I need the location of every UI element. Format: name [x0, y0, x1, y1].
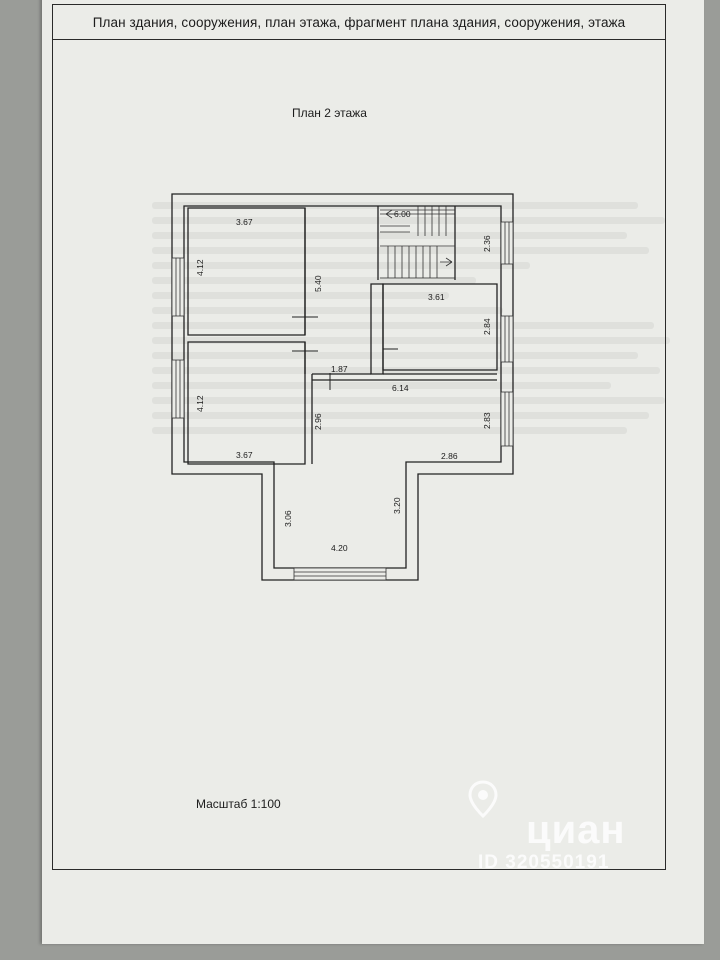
sheet-header: План здания, сооружения, план этажа, фра… — [53, 5, 665, 40]
door-marks — [292, 316, 398, 390]
partition-wall — [304, 208, 313, 464]
dim-room-right-height: 2.84 — [482, 318, 492, 335]
plan-title: План 2 этажа — [292, 106, 367, 120]
dim-corridor-width: 1.87 — [331, 364, 348, 374]
dim-bay-height-left: 3.06 — [283, 510, 293, 527]
scale-label: Масштаб 1:100 — [196, 797, 281, 811]
dim-hall-height: 5.40 — [313, 275, 323, 292]
dim-stairs-width: 6.00 — [394, 209, 411, 219]
dim-room-bottom-left-width: 3.67 — [236, 450, 253, 460]
dim-stairs-height: 2.36 — [482, 235, 492, 252]
stair-wall — [377, 206, 456, 280]
document-page — [42, 0, 704, 944]
dim-living-width: 6.14 — [392, 383, 409, 393]
dim-room-top-left-height: 4.12 — [195, 259, 205, 276]
dim-bay-height-right: 3.20 — [392, 497, 402, 514]
sheet-frame: План здания, сооружения, план этажа, фра… — [52, 4, 666, 870]
living-top-wall — [312, 373, 497, 381]
dim-living-height-left: 2.96 — [313, 413, 323, 430]
dim-room-top-left-width: 3.67 — [236, 217, 253, 227]
watermark-id: ID 320550191 — [478, 852, 610, 873]
dim-room-right-width: 3.61 — [428, 292, 445, 302]
dim-living-height-right: 2.83 — [482, 412, 492, 429]
stairs — [380, 206, 455, 279]
dim-bay-width: 4.20 — [331, 543, 348, 553]
outer-wall — [171, 193, 514, 581]
map-pin-icon — [468, 780, 498, 819]
watermark-brand: циан — [526, 808, 626, 852]
right-room-wall — [370, 283, 384, 375]
room-bottom-left — [187, 341, 306, 465]
dim-room-bottom-left-height: 4.12 — [195, 395, 205, 412]
inner-wall — [183, 205, 502, 569]
room-top-left — [187, 207, 306, 336]
dim-living-bottom-right: 2.86 — [441, 451, 458, 461]
windows — [171, 221, 514, 581]
